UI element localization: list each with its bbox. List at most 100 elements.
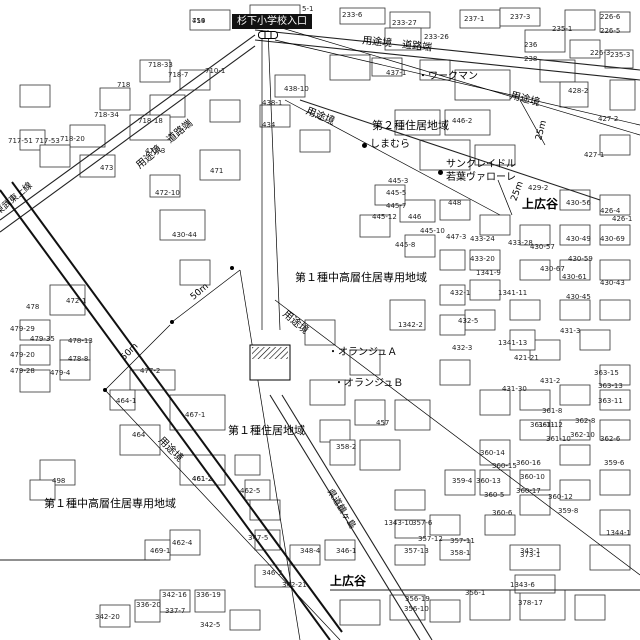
parcel-number: 431-2: [540, 377, 561, 385]
parcel-number: 718-33: [148, 61, 173, 69]
parcel-number: 336-20: [136, 601, 161, 609]
parcel-number: 462-5: [240, 487, 261, 495]
parcel-number: 362-10: [570, 431, 595, 439]
poi-workman[interactable]: ・ワークマン: [418, 71, 478, 82]
parcel-number: 233-26: [424, 33, 449, 41]
parcel-number: 361-10: [546, 435, 571, 443]
railway: [0, 181, 343, 640]
parcel-number: 342-16: [162, 591, 187, 599]
parcel-number: 356-10: [404, 605, 429, 613]
parcel-number: 438-10: [284, 85, 309, 93]
parcel-number: 427-2: [598, 115, 619, 123]
parcel-number: 363-13: [598, 382, 623, 390]
parcel-number: 357-12: [418, 535, 443, 543]
parcel-number: 718-20: [60, 135, 85, 143]
parcel-number: 426-4: [600, 207, 621, 215]
parcel-number: 360-13: [476, 477, 501, 485]
parcel-number: 235-3: [610, 51, 631, 59]
parcel-number: 358-1: [450, 549, 471, 557]
parcel-number: 233-6: [342, 11, 363, 19]
parcel-number: 478: [26, 303, 40, 311]
parcel-number: 429-2: [528, 184, 549, 192]
poi-orange-b[interactable]: ・オランジュＢ: [334, 378, 404, 389]
parcel-number: 430-56: [566, 199, 591, 207]
parcel-number: 433-24: [470, 235, 495, 243]
parcel-number: 718-34: [94, 111, 119, 119]
parcel-number: 430-57: [530, 243, 555, 251]
parcel-number: 464-1: [116, 397, 137, 405]
parcel-number: 378-17: [518, 599, 543, 607]
parcel-number: 226-3: [590, 49, 611, 57]
parcel-number: 467-1: [185, 411, 206, 419]
parcel-number: 447-3: [446, 233, 467, 241]
parcel-number: 457: [376, 419, 390, 427]
parcel-number: 464: [132, 431, 146, 439]
parcel-number: 719: [192, 17, 206, 25]
parcel-number: 336-19: [196, 591, 221, 599]
parcel-number: 461-2: [192, 475, 213, 483]
measure-point: [170, 320, 174, 324]
parcel-number: 479-29: [10, 325, 35, 333]
parcel-number: 342-21: [282, 581, 307, 589]
parcel-number: 478-13: [68, 337, 93, 345]
parcel-number: 236: [524, 41, 538, 49]
parcel-number: 226-5: [600, 27, 621, 35]
parcel-number: 426-1: [612, 215, 633, 223]
parcel-number: 448: [448, 199, 462, 207]
parcel-number: 357-11: [450, 537, 475, 545]
parcel-number: 237-1: [464, 15, 485, 23]
parcel-number: 717-51: [8, 137, 33, 145]
parcel-number: 360-16: [516, 459, 541, 467]
poi-marker-icon: [362, 143, 367, 148]
parcel-number: 347-5: [248, 534, 269, 542]
parcel-number: 359-8: [558, 507, 579, 515]
parcel-number: 361-11: [530, 421, 555, 429]
zone-label: 第１種中高層住居専用地域: [44, 497, 176, 510]
parcel-number: 360-5: [484, 491, 505, 499]
parcel-number: 238: [524, 55, 538, 63]
parcel-number: 360-15: [492, 462, 517, 470]
parcel-number: 473: [100, 164, 114, 172]
parcel-number: 430-69: [600, 235, 625, 243]
zone-label: 第１種住居地域: [228, 424, 305, 437]
parcel-number: 428-2: [568, 87, 589, 95]
poi-shimamura[interactable]: しまむら: [370, 139, 410, 150]
parcel-number: 462-4: [172, 539, 193, 547]
parcel-number: 5-1: [302, 5, 314, 13]
parcel-number: 718: [117, 81, 131, 89]
zone-label: 第１種中高層住居専用地域: [295, 271, 427, 284]
parcel-number: 360-17: [516, 487, 541, 495]
zone-boundaries: [104, 19, 640, 640]
parcel-number: 433-28: [508, 239, 533, 247]
parcel-number: 356-1: [465, 589, 486, 597]
parcel-number: 461-2: [192, 475, 213, 483]
poi-sunclade[interactable]: サンクレイドル: [446, 159, 516, 170]
parcel-number: 356-19: [405, 595, 430, 603]
parcel-number: 432-1: [450, 289, 471, 297]
parcel-number: 710-1: [205, 67, 226, 75]
parcel-number: 342-5: [200, 621, 221, 629]
parcel-number: 472-3: [145, 147, 166, 155]
parcel-number: 445-10: [420, 227, 445, 235]
parcel-number: 1341-11: [498, 289, 528, 297]
parcel-number: 1342-2: [398, 321, 423, 329]
parcel-number: 233-27: [392, 19, 417, 27]
parcel-number: 362-6: [600, 435, 621, 443]
parcel-number: 1341-9: [476, 269, 501, 277]
parcel-number: 235-1: [552, 25, 573, 33]
place-name: 上広谷: [330, 574, 367, 588]
parcel-number: 430-44: [172, 231, 197, 239]
target-parcel[interactable]: [249, 344, 291, 381]
parcel-number: 373-1: [520, 551, 541, 559]
poi-sunclade-2[interactable]: 若葉ヴァローレ: [446, 172, 516, 183]
parcel-number: 363-15: [594, 369, 619, 377]
parcel-number: 445-8: [395, 241, 416, 249]
parcel-number: 430-67: [540, 265, 565, 273]
parcel-number: 717-53: [35, 137, 60, 145]
parcel-number: 363-11: [598, 397, 623, 405]
parcel-number: 1343-10: [384, 519, 414, 527]
measure-point: [230, 266, 234, 270]
bus-stop-icon: [258, 31, 278, 39]
poi-orange-a[interactable]: ・オランジュＡ: [328, 347, 398, 358]
